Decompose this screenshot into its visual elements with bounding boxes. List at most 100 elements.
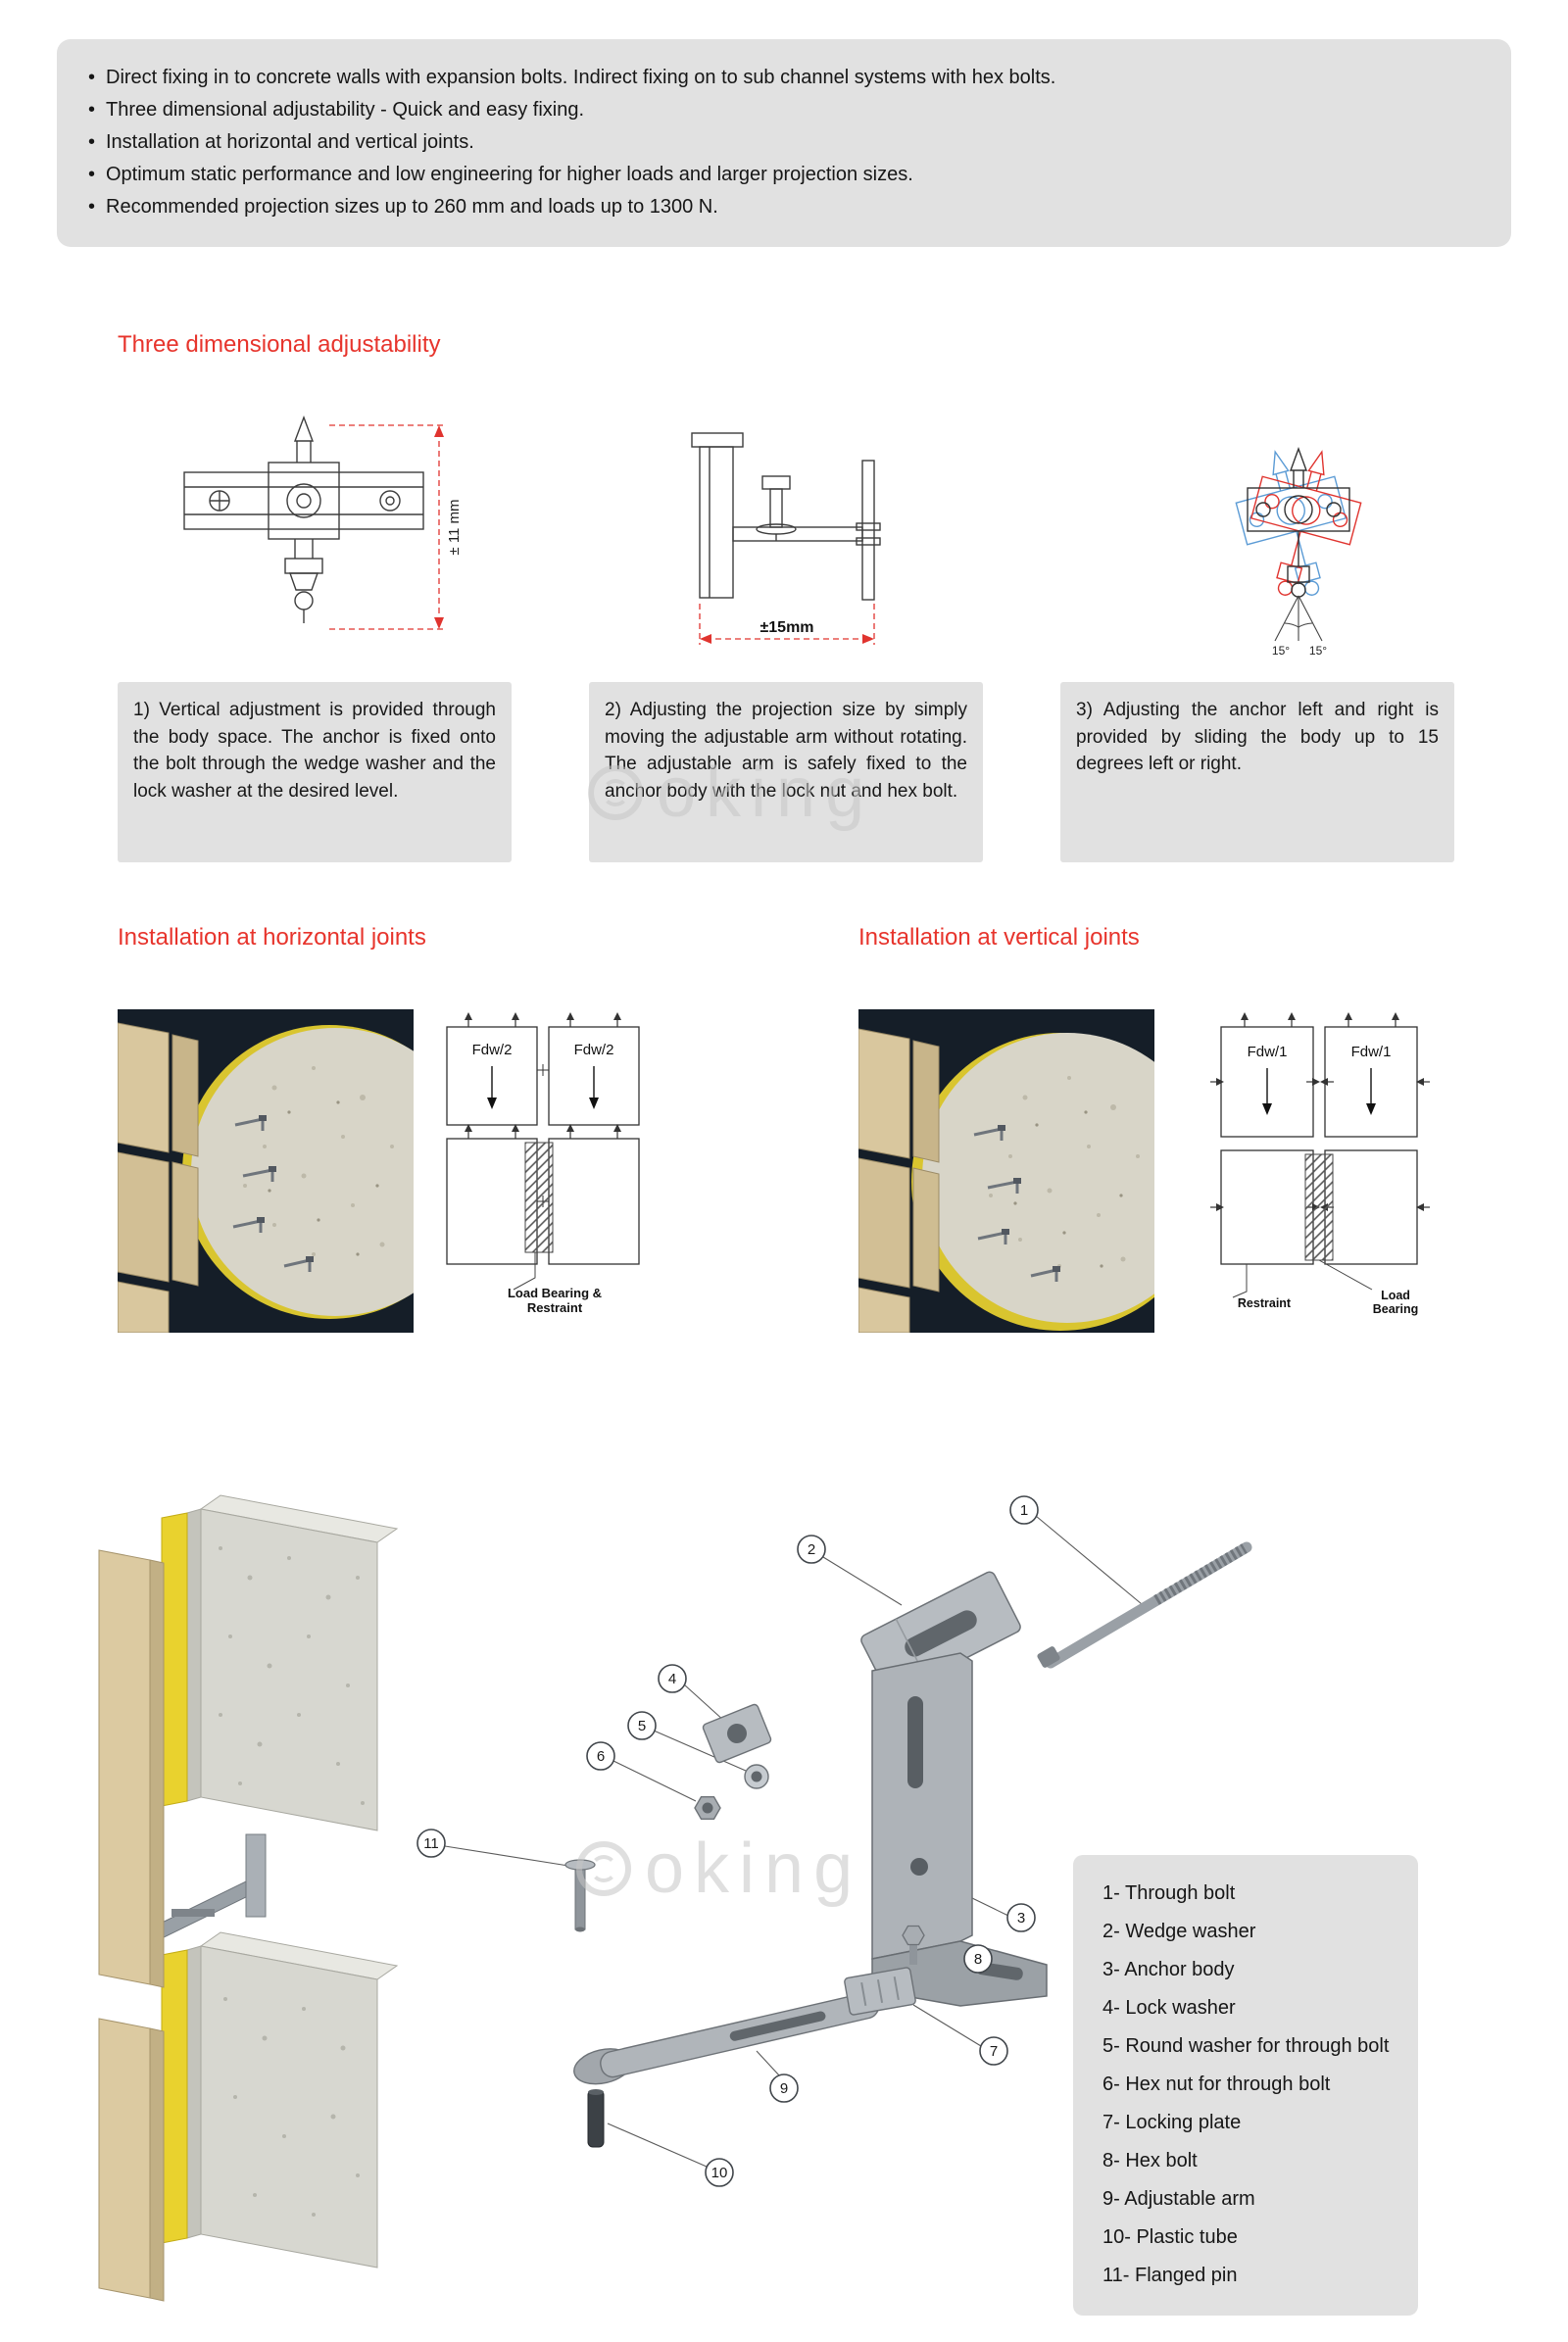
feature-bullet: Installation at horizontal and vertical … [86,126,1482,159]
note-projection-adjustment: 2) Adjusting the projection size by simp… [589,682,983,862]
part-item: 8- Hex bolt [1102,2150,1198,2171]
svg-text:2: 2 [808,1541,815,1558]
part-item: 5- Round washer for through bolt [1102,2035,1390,2057]
callout-1: 1 [1009,1495,1039,1525]
svg-text:10: 10 [711,2165,728,2181]
load-bearing-zone [1304,1153,1334,1261]
part-flanged-pin [564,1859,596,1932]
part-item: 4- Lock washer [1102,1997,1236,2019]
part-item: 11- Flanged pin [1102,2265,1238,2286]
svg-text:4: 4 [668,1671,676,1687]
concrete-block-top [186,1494,399,1831]
callout-8: 8 [963,1944,993,1974]
feature-text: Recommended projection sizes up to 260 m… [106,196,718,218]
concrete-speckle [989,1076,1140,1268]
part-lock-washer [702,1703,772,1764]
section-title-horizontal-joints: Installation at horizontal joints [118,924,426,951]
projection-adjustment-drawing: ±15mm [691,432,881,645]
svg-text:11: 11 [423,1835,439,1852]
dimension-arrowheads [434,425,444,629]
parts-list: 1- Through bolt 2- Wedge washer 3- Ancho… [1073,1855,1418,2316]
callout-9: 9 [769,2074,799,2103]
feature-text: Optimum static performance and low engin… [106,164,913,185]
callout-5: 5 [627,1711,657,1740]
callout-3: 3 [1006,1903,1036,1932]
load-arrows [1266,1068,1372,1107]
feature-text: Installation at horizontal and vertical … [106,131,474,153]
section-title-adjustability: Three dimensional adjustability [118,331,441,358]
anchor-in-joint [149,1833,267,1945]
dimension-lines [329,424,443,630]
feature-text: Three dimensional adjustability - Quick … [106,99,585,121]
stone-panels [118,1022,199,1333]
vertical-joint-photo [858,1009,1154,1333]
svg-text:3: 3 [1017,1910,1025,1927]
stone-panels [98,1549,165,2302]
concrete-speckle [219,1546,365,2217]
feature-bullet: Optimum static performance and low engin… [86,159,1482,191]
anchor-front-view [183,415,424,623]
dimension-arrowheads [700,634,874,644]
features-box: Direct fixing in to concrete walls with … [57,39,1511,247]
part-hex-nut [694,1795,721,1821]
load-arrows [491,1066,595,1101]
callout-6: 6 [586,1741,615,1771]
svg-text:5: 5 [638,1718,646,1734]
part-adjustable-arm [573,1992,880,2085]
part-item: 9- Adjustable arm [1102,2188,1255,2210]
force-label: Fdw/2 [472,1042,513,1058]
callout-11: 11 [416,1829,446,1858]
feature-bullet: Three dimensional adjustability - Quick … [86,94,1482,126]
force-label: Fdw/1 [1248,1044,1288,1060]
feature-text: Direct fixing in to concrete walls with … [106,67,1056,88]
callout-4: 4 [658,1664,687,1693]
part-item: 7- Locking plate [1102,2112,1242,2133]
stone-panels [858,1028,940,1333]
caption-load-bearing: Load Bearing & [508,1286,602,1300]
horizontal-joint-photo [118,1009,414,1333]
angle-label-left: 15° [1272,644,1290,658]
feature-bullet: Direct fixing in to concrete walls with … [86,62,1482,94]
svg-text:7: 7 [990,2043,998,2060]
part-item: 6- Hex nut for through bolt [1102,2074,1331,2095]
part-plastic-tube [587,2089,605,2148]
part-through-bolt [1037,1541,1252,1669]
part-anchor-body [871,1652,1048,2007]
load-bearing-zone [524,1142,554,1253]
callout-2: 2 [797,1535,826,1564]
part-item: 2- Wedge washer [1102,1921,1256,1942]
force-label: Fdw/2 [574,1042,614,1058]
insulation-top [161,1512,188,1807]
callout-7: 7 [979,2036,1008,2066]
callout-10: 10 [705,2158,734,2187]
dimension-label-vertical: ± 11 mm [446,499,463,555]
svg-text:9: 9 [780,2080,788,2097]
horizontal-joint-diagram: Fdw/2 Fdw/2 Load Bearing & Restraint [446,1012,640,1315]
part-locking-plate [844,1967,916,2016]
vertical-joint-diagram: Fdw/1 Fdw/1 Restraint Load Bearing [1210,1012,1430,1316]
caption-load-bearing: Bearing [1373,1302,1419,1316]
svg-text:6: 6 [597,1748,605,1765]
part-round-washer [744,1764,769,1789]
fixing-arrows [467,1017,618,1139]
dimension-lines [699,604,875,645]
insulation-bottom [161,1949,188,2244]
force-label: Fdw/1 [1351,1044,1392,1060]
note-vertical-adjustment: 1) Vertical adjustment is provided throu… [118,682,512,862]
part-item: 1- Through bolt [1102,1882,1236,1904]
caption-restraint: Restraint [1238,1296,1292,1310]
concrete-speckle [243,1066,394,1256]
caption-restraint: Restraint [527,1300,583,1315]
angle-label-right: 15° [1309,644,1327,658]
part-item: 3- Anchor body [1102,1959,1235,1980]
anchor-side-view [691,432,881,601]
part-hex-bolt [902,1925,925,1965]
wall-assembly-render [98,1494,399,2302]
svg-text:8: 8 [974,1951,982,1968]
feature-bullet: Recommended projection sizes up to 260 m… [86,191,1482,223]
note-tilt-adjustment: 3) Adjusting the anchor left and right i… [1060,682,1454,862]
section-title-vertical-joints: Installation at vertical joints [858,924,1140,951]
concrete-block-bottom [186,1931,399,2269]
angle-marks [1274,595,1323,642]
